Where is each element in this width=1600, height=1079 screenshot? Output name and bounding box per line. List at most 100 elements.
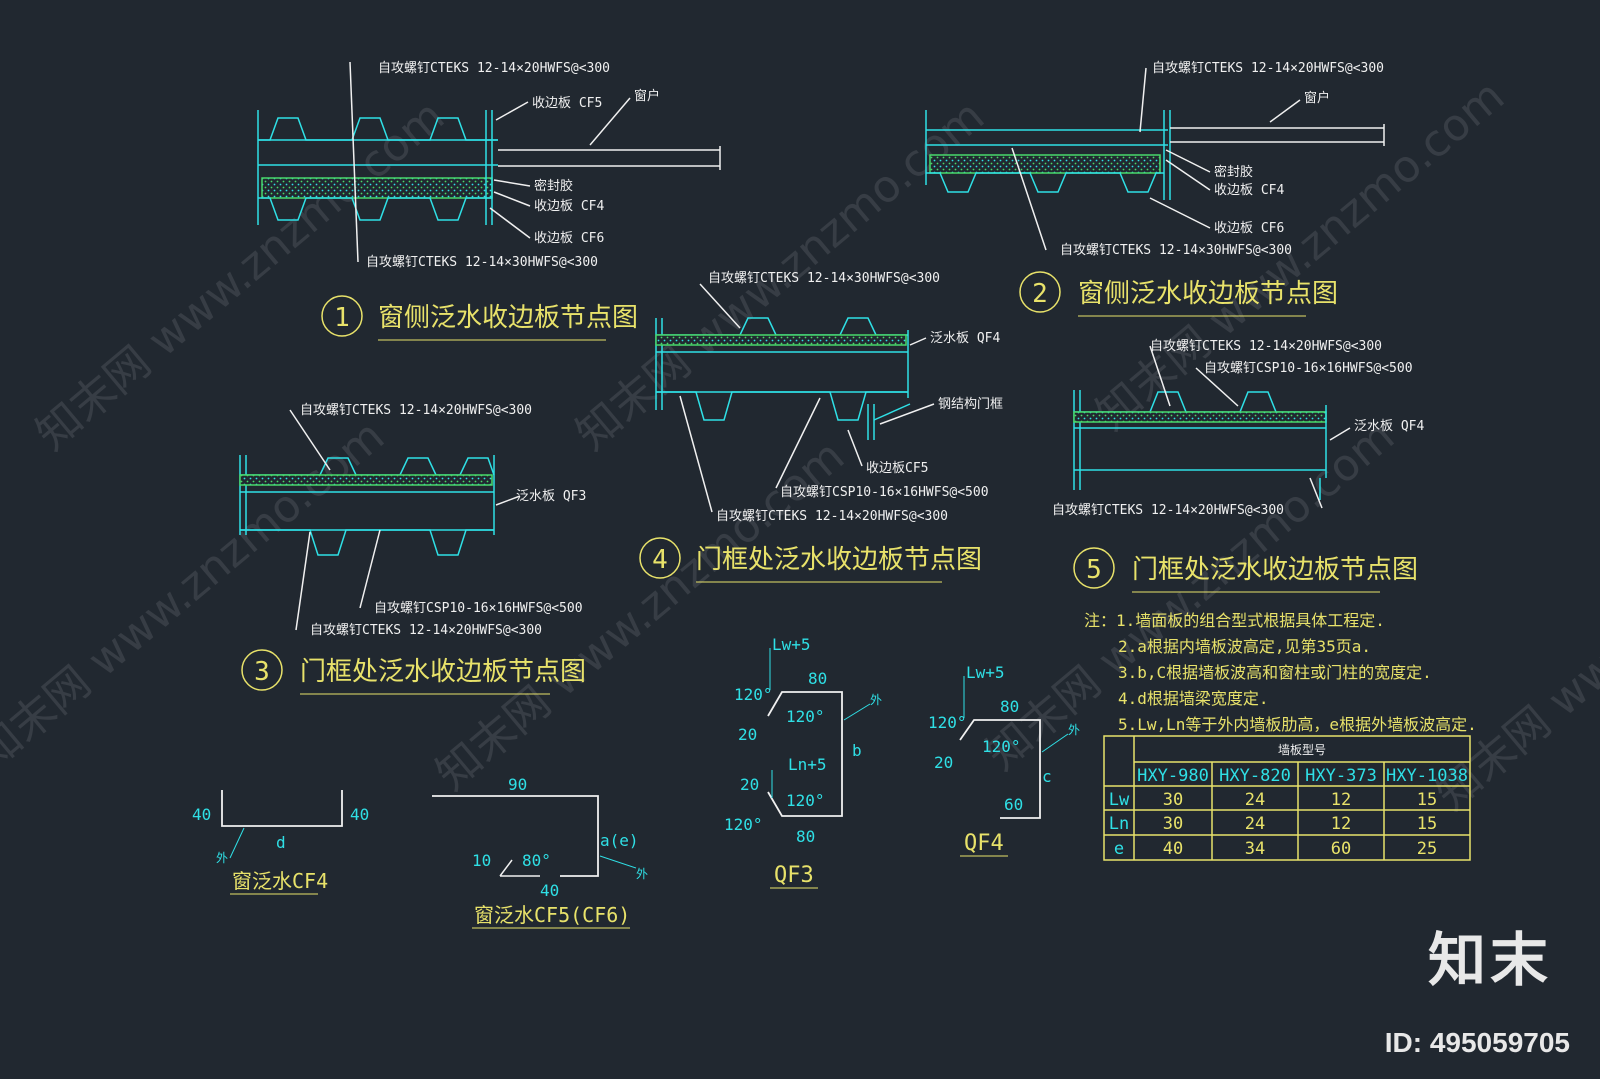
cf4-dim-right: 40 (350, 805, 369, 824)
table-cell: 12 (1331, 814, 1351, 834)
d4-number: 4 (652, 545, 668, 575)
d2-window-label: 窗户 (1304, 90, 1330, 106)
table-cell: 15 (1417, 790, 1437, 810)
d1-bottom-screw-label: 自攻螺钉CTEKS 12-14×30HWFS@<300 (366, 255, 598, 270)
d5-csp-label: 自攻螺钉CSP10-16×16HWFS@<500 (1204, 361, 1413, 376)
d3-number: 3 (254, 657, 270, 687)
table-header-title: 墙板型号 (1278, 743, 1326, 757)
qf3-angle-2: 120° (786, 707, 825, 726)
detail-1 (257, 61, 721, 263)
d3-top-screw-label: 自攻螺钉CTEKS 12-14×20HWFS@<300 (300, 403, 532, 418)
d4-frame-label: 钢结构门框 (938, 397, 1003, 412)
qf3-angle-4: 120° (724, 815, 763, 834)
table-cell: 12 (1331, 790, 1351, 810)
spec-table (1103, 735, 1471, 861)
d4-qf4-label: 泛水板 QF4 (930, 331, 1000, 346)
qf4-c: c (1042, 767, 1052, 786)
qf3-d20-top: 20 (738, 725, 757, 744)
table-col-1: HXY-980 (1137, 766, 1209, 786)
d2-cf4-label: 收边板 CF4 (1214, 183, 1284, 198)
table-cell: 25 (1417, 839, 1437, 859)
profile-qf4: Lw+5 80 120° 120° 20 c 60 外 QF4 (928, 663, 1080, 857)
cf4-dim-left: 40 (192, 805, 211, 824)
d2-top-screw-label: 自攻螺钉CTEKS 12-14×20HWFS@<300 (1152, 61, 1384, 76)
d2-title: 窗侧泛水收边板节点图 (1078, 279, 1338, 309)
d1-cf6-label: 收边板 CF6 (534, 231, 604, 246)
qf4-lw: Lw+5 (966, 663, 1005, 682)
qf4-side: 外 (1068, 723, 1080, 737)
profile-cf4: 40 40 d 外 窗泛水CF4 (192, 790, 369, 895)
table-cell: 24 (1245, 814, 1265, 834)
profile-qf3: Lw+5 80 120° 120° 20 b Ln+5 20 120° 120°… (724, 635, 882, 889)
d5-number: 5 (1086, 555, 1102, 585)
note-3: 3.b,C根据墙板波高和窗柱或门柱的宽度定. (1118, 663, 1432, 682)
d1-window-label: 窗户 (634, 88, 660, 104)
note-5: 5.Lw,Ln等于外内墙板肋高，e根据外墙板波高定. (1118, 715, 1477, 734)
d3-qf3-label: 泛水板 QF3 (516, 489, 586, 504)
qf4-angle-1: 120° (928, 713, 967, 732)
table-col-2: HXY-820 (1219, 766, 1291, 786)
cf5-dim-top: 90 (508, 775, 527, 794)
detail-2 (925, 67, 1385, 251)
d3-bottom-screw-label: 自攻螺钉CTEKS 12-14×20HWFS@<300 (310, 623, 542, 638)
cf5-title: 窗泛水CF5(CF6) (474, 903, 630, 927)
qf3-title: QF3 (774, 863, 814, 888)
detail-4-title: 4 门框处泛水收边板节点图 (639, 537, 982, 583)
d4-title: 门框处泛水收边板节点图 (696, 545, 982, 575)
table-cell: 15 (1417, 814, 1437, 834)
qf3-side: 外 (870, 693, 882, 707)
table-cell: 30 (1163, 790, 1183, 810)
d1-glue-label: 密封胶 (534, 178, 573, 194)
detail-5-labels: 自攻螺钉CTEKS 12-14×20HWFS@<300 自攻螺钉CSP10-16… (1052, 339, 1424, 518)
qf4-angle-2: 120° (982, 737, 1021, 756)
note-2: 2.a根据内墙板波高定,见第35页a. (1118, 637, 1371, 656)
table-col-3: HXY-373 (1305, 766, 1377, 786)
d1-cf4-label: 收边板 CF4 (534, 199, 604, 214)
qf3-d80-bottom: 80 (796, 827, 815, 846)
qf4-d20: 20 (934, 753, 953, 772)
detail-1-labels: 自攻螺钉CTEKS 12-14×20HWFS@<300 收边板 CF5 窗户 密… (366, 61, 660, 270)
qf4-d80: 80 (1000, 697, 1019, 716)
table-row-e-label: e (1114, 839, 1124, 859)
d5-top-screw-label: 自攻螺钉CTEKS 12-14×20HWFS@<300 (1150, 339, 1382, 354)
detail-5 (1073, 345, 1351, 509)
spec-table-text: 墙板型号 HXY-980 HXY-820 HXY-373 HXY-1038 Lw… (1109, 743, 1468, 859)
d2-bottom-screw-label: 自攻螺钉CTEKS 12-14×30HWFS@<300 (1060, 243, 1292, 258)
detail-4-labels: 自攻螺钉CTEKS 12-14×30HWFS@<300 泛水板 QF4 钢结构门… (708, 271, 1003, 524)
d2-number: 2 (1032, 279, 1048, 309)
qf4-d60: 60 (1004, 795, 1023, 814)
d4-bottom-screw-label: 自攻螺钉CTEKS 12-14×20HWFS@<300 (716, 509, 948, 524)
detail-3-title: 3 门框处泛水收边板节点图 (241, 649, 586, 695)
qf3-d20-bottom: 20 (740, 775, 759, 794)
cf5-dim-10: 10 (472, 851, 491, 870)
table-cell: 60 (1331, 839, 1351, 859)
detail-2-title: 2 窗侧泛水收边板节点图 (1019, 271, 1338, 317)
note-1: 注：1.墙面板的组合型式根据具体工程定. (1084, 611, 1385, 630)
d4-top-screw-label: 自攻螺钉CTEKS 12-14×30HWFS@<300 (708, 271, 940, 286)
detail-1-title: 1 窗侧泛水收边板节点图 (321, 295, 638, 341)
d2-glue-label: 密封胶 (1214, 164, 1253, 180)
detail-4 (655, 283, 935, 513)
table-cell: 34 (1245, 839, 1265, 859)
detail-3-labels: 自攻螺钉CTEKS 12-14×20HWFS@<300 泛水板 QF3 自攻螺钉… (300, 403, 586, 638)
table-cell: 40 (1163, 839, 1183, 859)
note-4: 4.d根据墙梁宽度定. (1118, 689, 1269, 708)
d3-title: 门框处泛水收边板节点图 (300, 657, 586, 687)
cf5-side: 外 (636, 867, 648, 881)
d5-bottom-screw-label: 自攻螺钉CTEKS 12-14×20HWFS@<300 (1052, 503, 1284, 518)
cf5-dim-right: a(e) (600, 831, 639, 850)
d1-top-screw-label: 自攻螺钉CTEKS 12-14×20HWFS@<300 (378, 61, 610, 76)
notes: 注：1.墙面板的组合型式根据具体工程定. 2.a根据内墙板波高定,见第35页a.… (1084, 611, 1477, 734)
d3-csp-label: 自攻螺钉CSP10-16×16HWFS@<500 (374, 601, 583, 616)
detail-5-title: 5 门框处泛水收边板节点图 (1073, 547, 1418, 593)
d1-cf5-label: 收边板 CF5 (532, 96, 602, 111)
d2-cf6-label: 收边板 CF6 (1214, 221, 1284, 236)
qf3-lw: Lw+5 (772, 635, 811, 654)
d1-title: 窗侧泛水收边板节点图 (378, 303, 638, 333)
d1-number: 1 (334, 303, 350, 333)
detail-3 (239, 409, 521, 631)
d5-title: 门框处泛水收边板节点图 (1132, 555, 1418, 585)
d5-qf4-label: 泛水板 QF4 (1354, 419, 1424, 434)
table-row-ln-label: Ln (1109, 814, 1129, 834)
